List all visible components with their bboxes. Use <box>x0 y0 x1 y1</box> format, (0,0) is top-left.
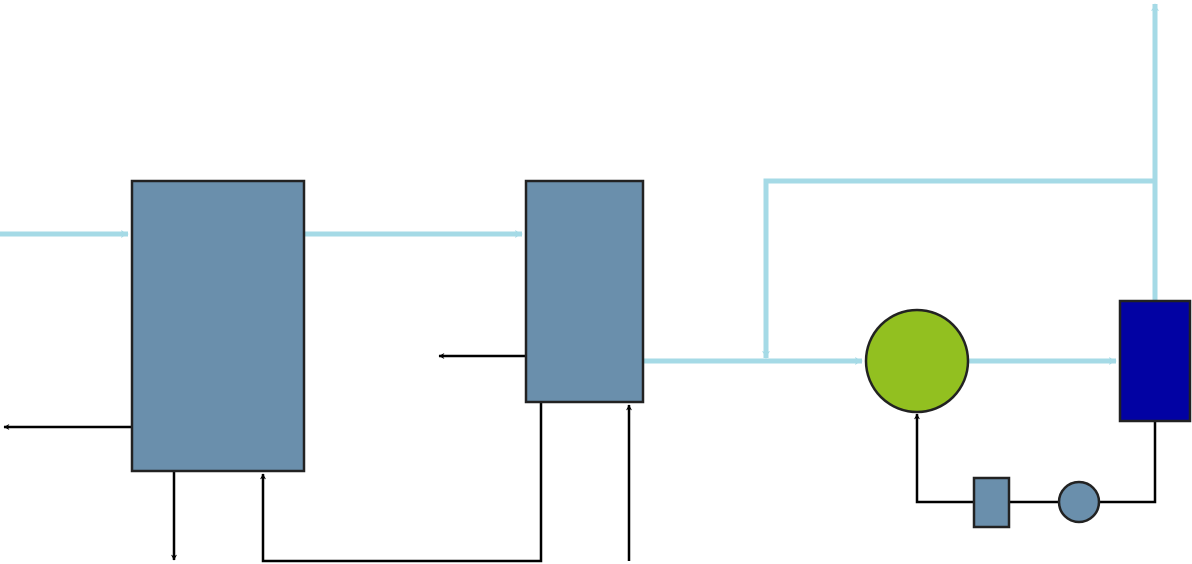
small-circle[interactable] <box>1057 480 1101 524</box>
vessel2-to-vessel1-line <box>260 402 543 563</box>
box-to-reactor-line <box>914 413 974 504</box>
reactor[interactable] <box>864 308 970 414</box>
vessel-1[interactable] <box>130 179 306 473</box>
recycle-stream <box>762 178 1155 359</box>
column-to-pump-line <box>1099 421 1157 504</box>
main-flow-streams <box>0 3 1159 365</box>
line-streams <box>3 353 1157 563</box>
column[interactable] <box>1118 299 1192 423</box>
small-box[interactable] <box>972 476 1011 529</box>
vessel-2[interactable] <box>524 179 645 404</box>
equipment <box>130 179 1192 529</box>
